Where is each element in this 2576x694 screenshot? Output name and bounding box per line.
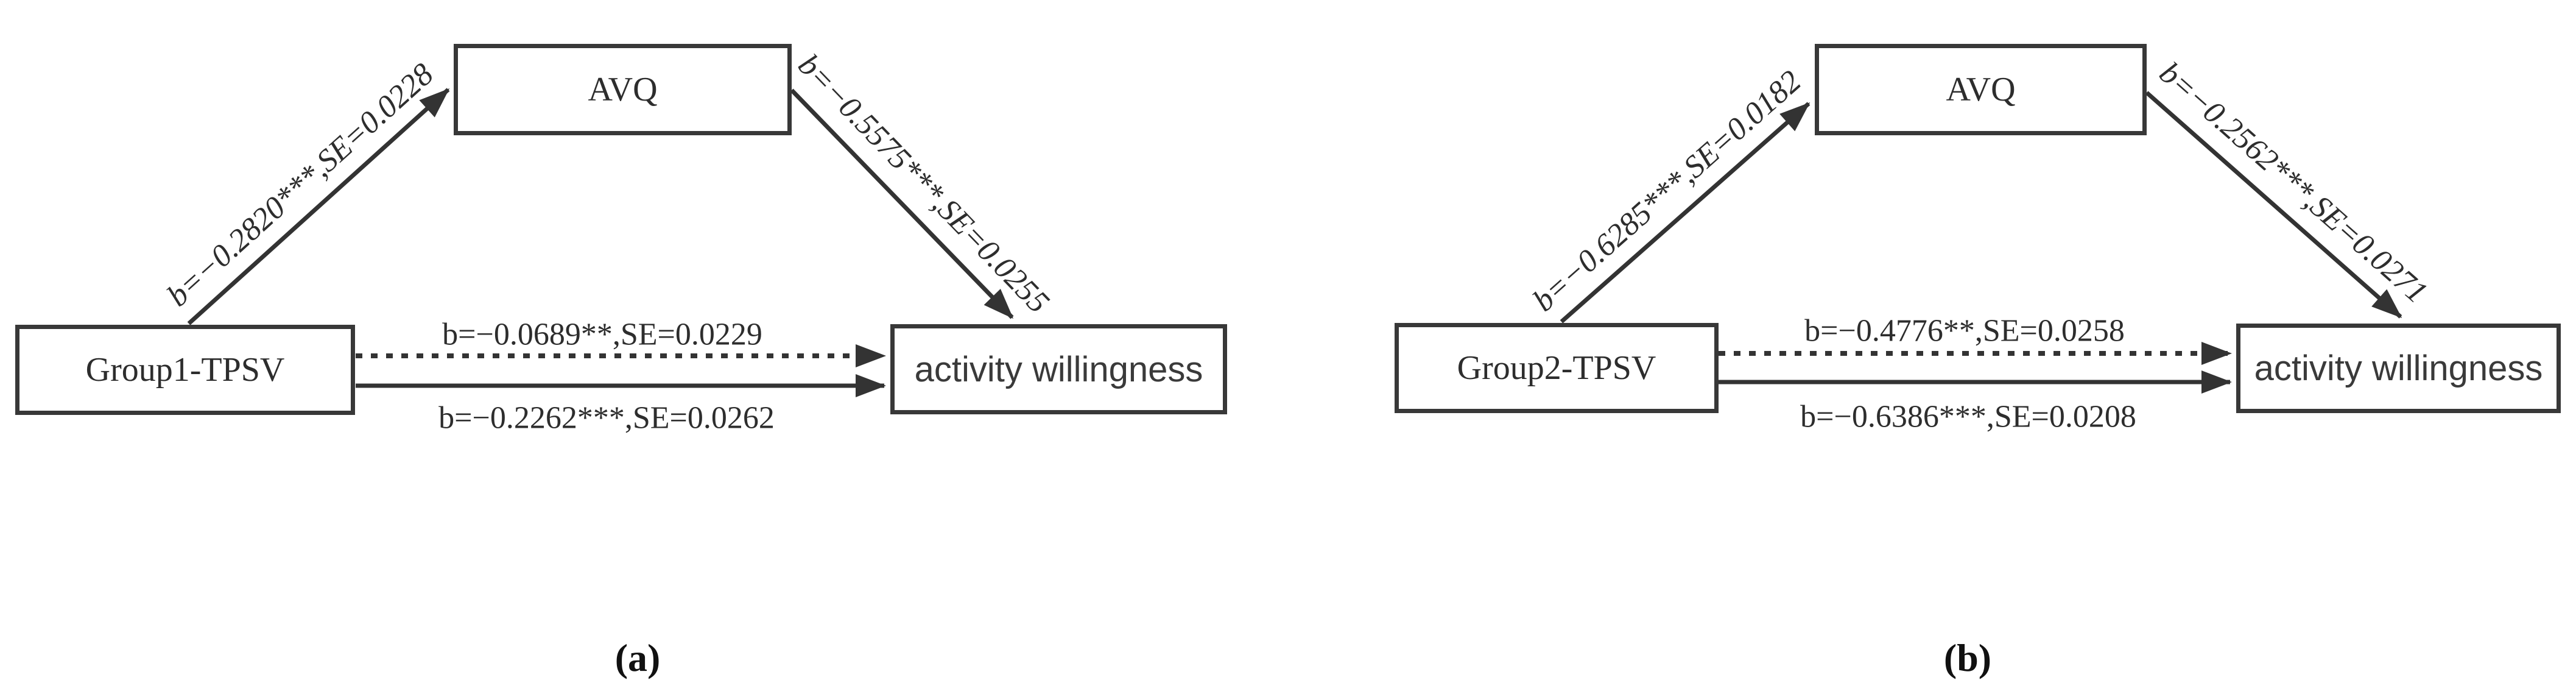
- panel-caption-b: (b): [1943, 636, 1992, 679]
- direct-effect-label-b: b=−0.4776**,SE=0.0258: [1804, 313, 2125, 349]
- mediator-box-a: AVQ: [454, 44, 792, 135]
- a-path-arrow-b: [1560, 102, 1811, 324]
- outcome-box-b: activity willingness: [2236, 324, 2561, 413]
- total-effect-label-b: b=−0.6386***,SE=0.0208: [1800, 399, 2136, 434]
- predictor-label-a: Group1-TPSV: [85, 351, 285, 389]
- predictor-box-b: Group2-TPSV: [1395, 323, 1719, 413]
- outcome-label-a: activity willingness: [914, 349, 1203, 389]
- total-effect-label-a: b=−0.2262***,SE=0.0262: [438, 400, 775, 436]
- b-path-arrow-b: [2145, 91, 2402, 319]
- outcome-box-a: activity willingness: [890, 324, 1227, 414]
- mediator-label-b: AVQ: [1946, 71, 2016, 108]
- direct-effect-label-a: b=−0.0689**,SE=0.0229: [442, 317, 762, 352]
- mediator-label-a: AVQ: [588, 71, 658, 108]
- predictor-box-a: Group1-TPSV: [15, 325, 355, 415]
- a-path-arrow-a: [187, 88, 450, 325]
- panel-caption-a: (a): [614, 636, 661, 679]
- mediator-box-b: AVQ: [1815, 44, 2147, 135]
- b-path-arrow-a: [790, 88, 1014, 319]
- predictor-label-b: Group2-TPSV: [1457, 349, 1656, 387]
- outcome-label-b: activity willingness: [2254, 349, 2543, 388]
